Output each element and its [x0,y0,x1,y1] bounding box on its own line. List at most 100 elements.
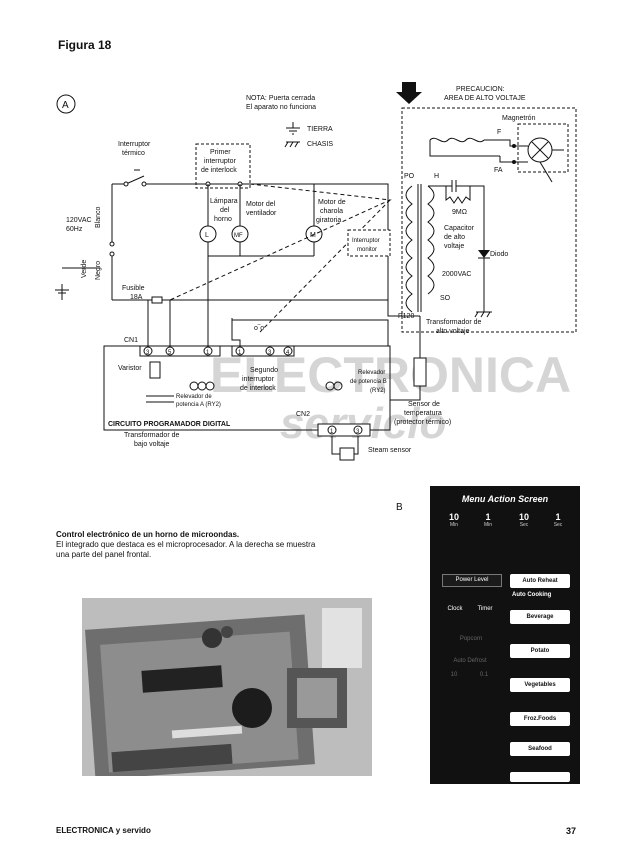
fusible-line1: Fusible [122,285,145,292]
relevador-b-line3: (RY2) [370,388,386,394]
sensor-symbol [413,357,427,387]
svg-text:1: 1 [238,350,242,356]
segundo-line3: de interlock [240,385,276,392]
magnetron-label: Magnetrón [502,115,536,122]
page-number: 37 [566,826,577,836]
resistor-label: 9MΩ [452,209,467,216]
watermark: ELECTRONICA servicio [210,347,571,448]
monitor-line2: monitor [357,247,377,253]
primer-line1: Primer [210,149,231,156]
svg-text:3: 3 [356,429,360,435]
legend-chasis: CHASIS [307,141,333,148]
note-line1: NOTA: Puerta cerrada [246,95,315,102]
svg-text:L: L [205,232,209,239]
varistor-label: Varistor [118,365,142,372]
so-label: SO [440,295,451,302]
svg-text:4: 4 [286,350,290,356]
negro-label: Negro [95,261,102,280]
capacitor-line2: de alto [444,234,465,241]
figure-title: Figura 18 [58,38,112,52]
po-label: PO [404,173,415,180]
svg-text:3: 3 [146,350,150,356]
caption: Control electrónico de un horno de micro… [56,530,316,560]
lampara-line3: horno [214,216,232,223]
sensor-line2: temperatura [404,410,442,417]
segundo-line2: interruptor [242,376,275,383]
circuit-board-photo [82,598,372,776]
interruptor-termico-line2: térmico [122,150,145,157]
auto-cooking-label: Auto Cooking [512,592,552,598]
caption-title: Control electrónico de un horno de micro… [56,530,240,539]
blanco-label: Blanco [95,206,102,228]
transformer-hv-line2: alto voltaje [436,328,470,335]
charola-line1: Motor de [318,199,346,206]
svg-text:MF: MF [234,233,243,239]
primer-line3: de interlock [201,167,237,174]
f-label: F [497,129,501,136]
verde-label: Verde [81,260,88,278]
sensor-line3: (protector térmico) [394,419,451,426]
down-arrow-icon [396,82,422,104]
capacitor-line3: voltaje [444,243,464,250]
hv-area [401,107,577,333]
diode-symbol [478,250,490,258]
hv-chassis-ground [474,311,492,318]
note-line2: El aparato no funciona [246,104,316,111]
auto-reheat-button: Auto Reheat [510,574,570,588]
next-button-partial [510,772,570,782]
charola-line2: charola [320,208,343,215]
froz-foods-button: Froz.Foods [510,712,570,726]
fa-label: FA [494,167,503,174]
transformador-bajo-line1: Transformador de [124,432,179,439]
ventilador-line2: ventilador [246,210,277,217]
label-a-circle [56,94,76,114]
sensor-line1: Sensor de [408,401,440,408]
monitor-line1: Interruptor [352,238,380,244]
svg-text:3: 3 [268,350,272,356]
defrost-value-2: 0.1 [479,672,489,678]
cn1-label: CN1 [124,337,138,344]
supply-ground [55,289,69,294]
popcorn-button: Popcorn [459,636,483,642]
capacitor-line1: Capacitor [444,225,475,232]
transformer-hv-line1: Transformador de [426,319,481,326]
footer-publication: ELECTRONICA y servido [56,826,151,835]
circuito-label: CIRCUITO PROGRAMADOR DIGITAL [108,421,231,428]
vac2000-label: 2000VAC [442,271,471,278]
diode-label: Diodo [490,251,508,258]
beverage-button: Beverage [510,610,570,624]
ground-legend [286,122,300,135]
svg-text:1: 1 [330,429,334,435]
menu-title: Menu Action Screen [461,494,549,504]
interruptor-termico-line1: Interruptor [118,141,151,148]
relevador-a-line1: Relevador de [176,394,212,400]
h-label: H [434,173,439,180]
lampara-line1: Lámpara [210,198,238,205]
cn2-label: CN2 [296,411,310,418]
svg-text:5: 5 [168,350,172,356]
legend-tierra: TIERRA [307,126,333,133]
transformador-bajo-line2: bajo voltaje [134,441,170,448]
charola-line3: giratoria [316,217,341,224]
relevador-a-line2: potencia A (RY2) [176,402,221,408]
timer-button: Timer [477,606,493,612]
segundo-line1: Segundo [250,367,278,374]
ventilador-line1: Motor del [246,201,276,208]
precaution-line2: AREA DE ALTO VOLTAJE [444,95,526,102]
caption-body: El integrado que destaca es el microproc… [56,540,316,559]
steam-sensor-label: Steam sensor [368,447,412,454]
seafood-button: Seafood [510,742,570,756]
defrost-value-1: 10 [450,672,458,678]
power-level-button: Power Level [442,574,502,587]
fusible-line2: 18A [130,294,143,301]
svg-text:M: M [310,232,316,239]
relevador-b-line1: Relevador [358,370,385,376]
svg-text:1: 1 [206,350,210,356]
potato-button: Potato [510,644,570,658]
